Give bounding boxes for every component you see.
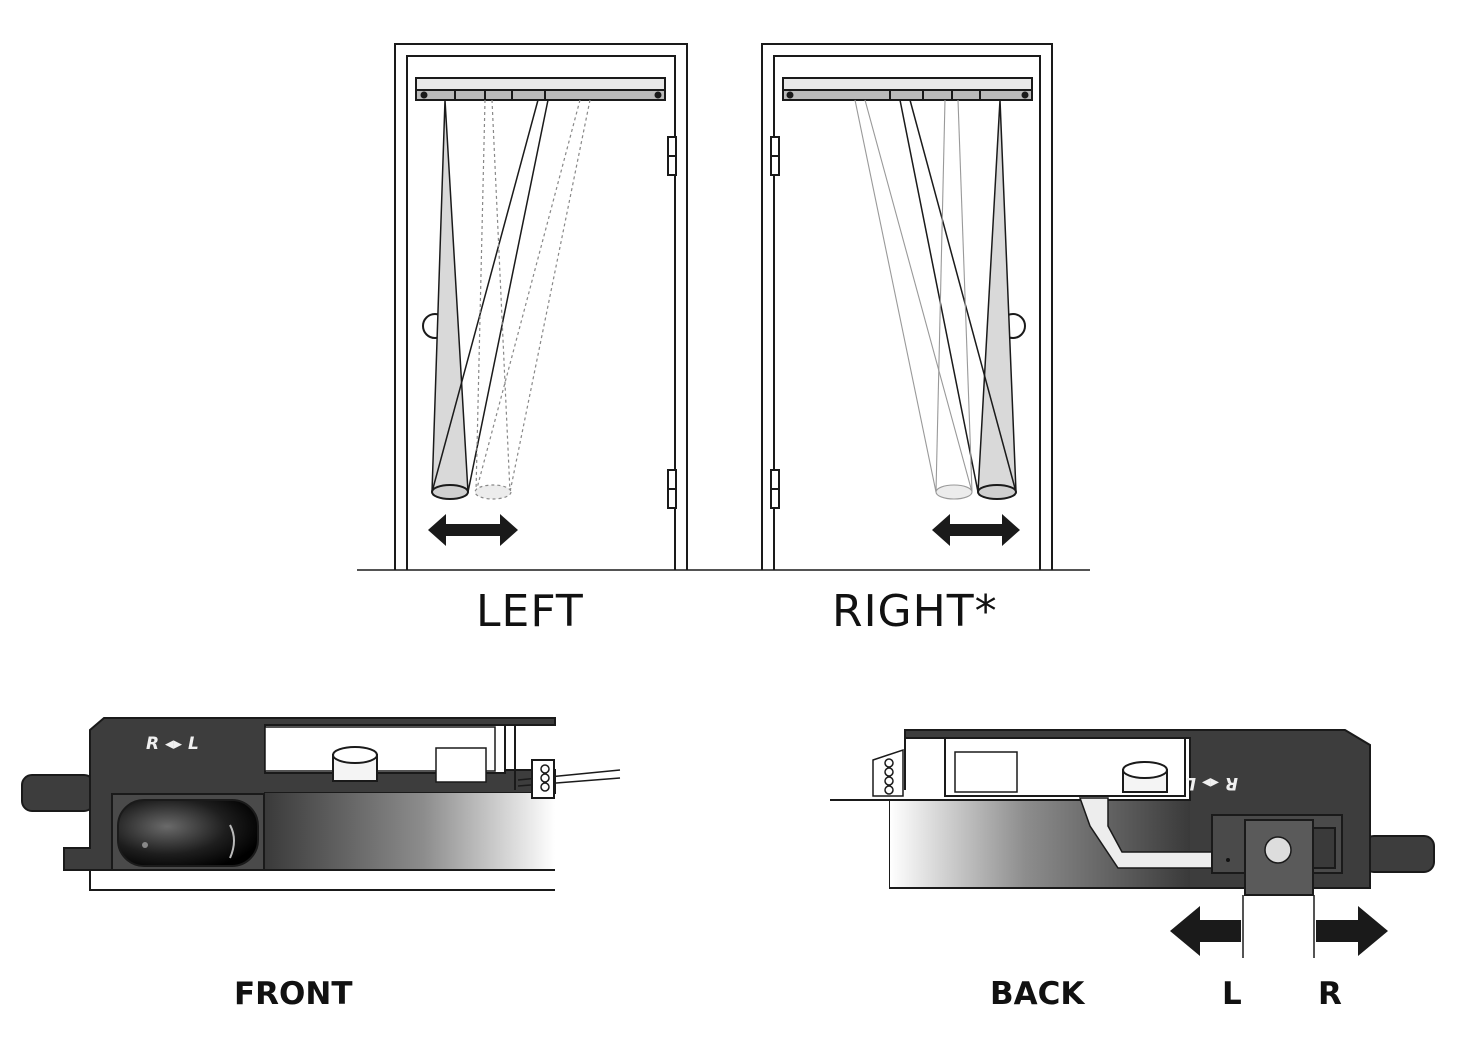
right-hinge-bottom (770, 469, 780, 509)
right-beam-inactive (854, 99, 973, 500)
back-cylinder (1122, 761, 1168, 793)
back-module-marking: R ◂▸ L (1185, 773, 1238, 793)
back-connector-pin (1363, 835, 1435, 873)
front-coil (531, 759, 555, 799)
front-module-illustration: R ◂▸ L (21, 717, 621, 891)
right-door-illustration (724, 43, 1090, 571)
left-sensor-bar (415, 77, 666, 101)
right-beam-active-1 (977, 99, 1017, 500)
front-lens (117, 799, 259, 867)
back-body-gradient (890, 800, 1190, 888)
left-beam-inactive (474, 99, 591, 500)
left-beam-active-1 (431, 99, 469, 500)
back-coil (872, 748, 904, 797)
label-l: L (1222, 976, 1242, 1012)
label-r: R (1318, 976, 1342, 1012)
front-body-gradient (265, 793, 555, 870)
front-module-marking: R ◂▸ L (146, 734, 199, 754)
label-back: BACK (990, 976, 1085, 1012)
left-double-arrow-icon (428, 514, 518, 546)
label-front: FRONT (234, 976, 353, 1012)
label-right: RIGHT* (832, 586, 998, 637)
back-left-arrow-icon (1170, 906, 1241, 956)
right-door-frame (761, 43, 1053, 570)
back-switch-slot (1211, 814, 1343, 896)
front-cylinder (332, 746, 378, 782)
back-chip (954, 751, 1018, 793)
left-hinge-top (667, 136, 677, 176)
right-beam-active-2 (899, 99, 1017, 493)
left-beam-active-2 (431, 99, 549, 493)
back-right-arrow-icon (1316, 906, 1388, 956)
right-double-arrow-icon (932, 514, 1020, 546)
label-left: LEFT (476, 586, 584, 637)
left-hinge-bottom (667, 469, 677, 509)
right-sensor-bar (782, 77, 1033, 101)
left-door-frame (394, 43, 688, 570)
back-module-illustration: R ◂▸ L (830, 729, 1435, 958)
left-door-illustration (357, 43, 724, 571)
front-chip (435, 747, 487, 783)
front-connector-pin (21, 774, 95, 812)
right-hinge-top (770, 136, 780, 176)
